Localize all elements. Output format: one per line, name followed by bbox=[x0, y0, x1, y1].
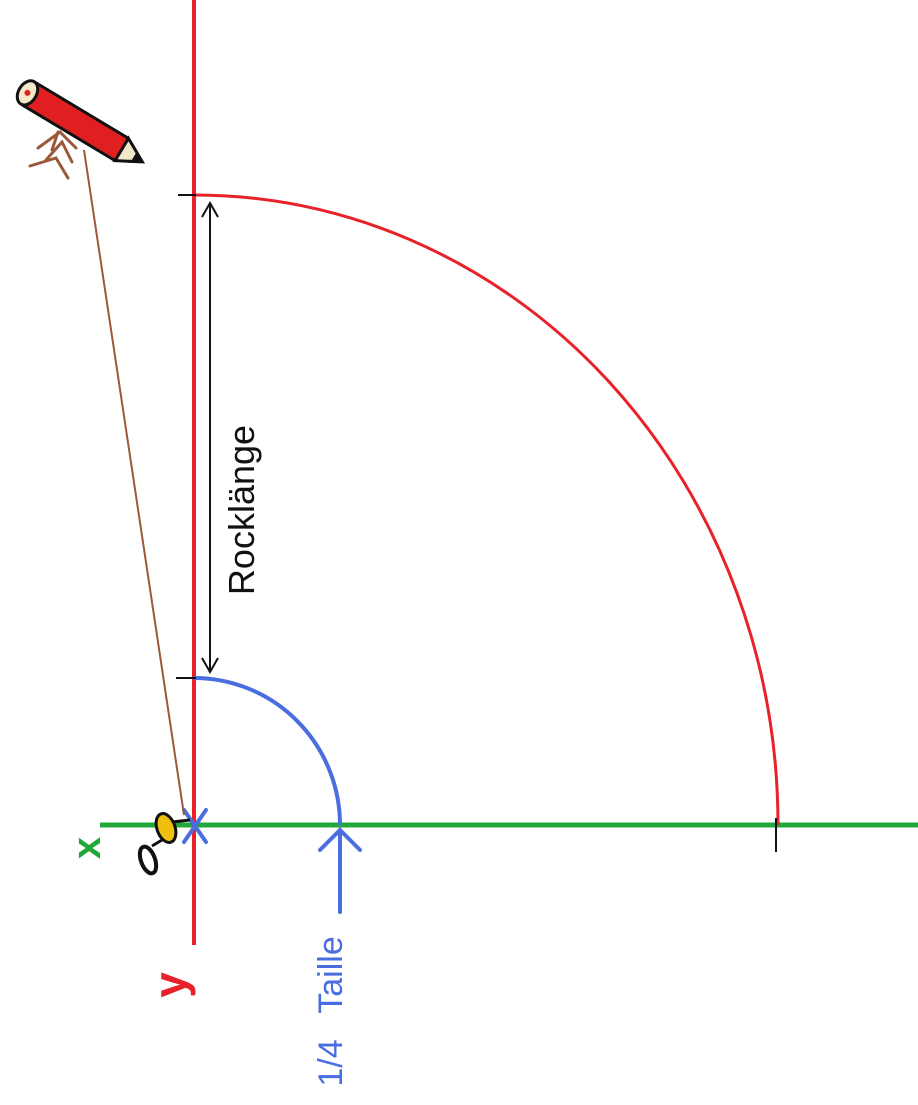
x-axis-label: x bbox=[65, 837, 109, 859]
hand-icon bbox=[28, 130, 78, 180]
skirt-length-label: Rocklänge bbox=[221, 425, 262, 595]
pin-icon bbox=[137, 812, 191, 876]
hem-arc bbox=[193, 193, 780, 826]
waist-arrow bbox=[318, 827, 362, 914]
string-line bbox=[83, 149, 185, 816]
y-axis-label: y bbox=[144, 972, 196, 998]
pencil-icon bbox=[15, 79, 146, 164]
origin-cross bbox=[182, 808, 208, 844]
waist-arc bbox=[193, 676, 342, 826]
skirt-length-arrow bbox=[201, 200, 219, 675]
waist-label: Taille bbox=[312, 936, 350, 1013]
quarter-label: 1/4 bbox=[312, 1039, 350, 1086]
